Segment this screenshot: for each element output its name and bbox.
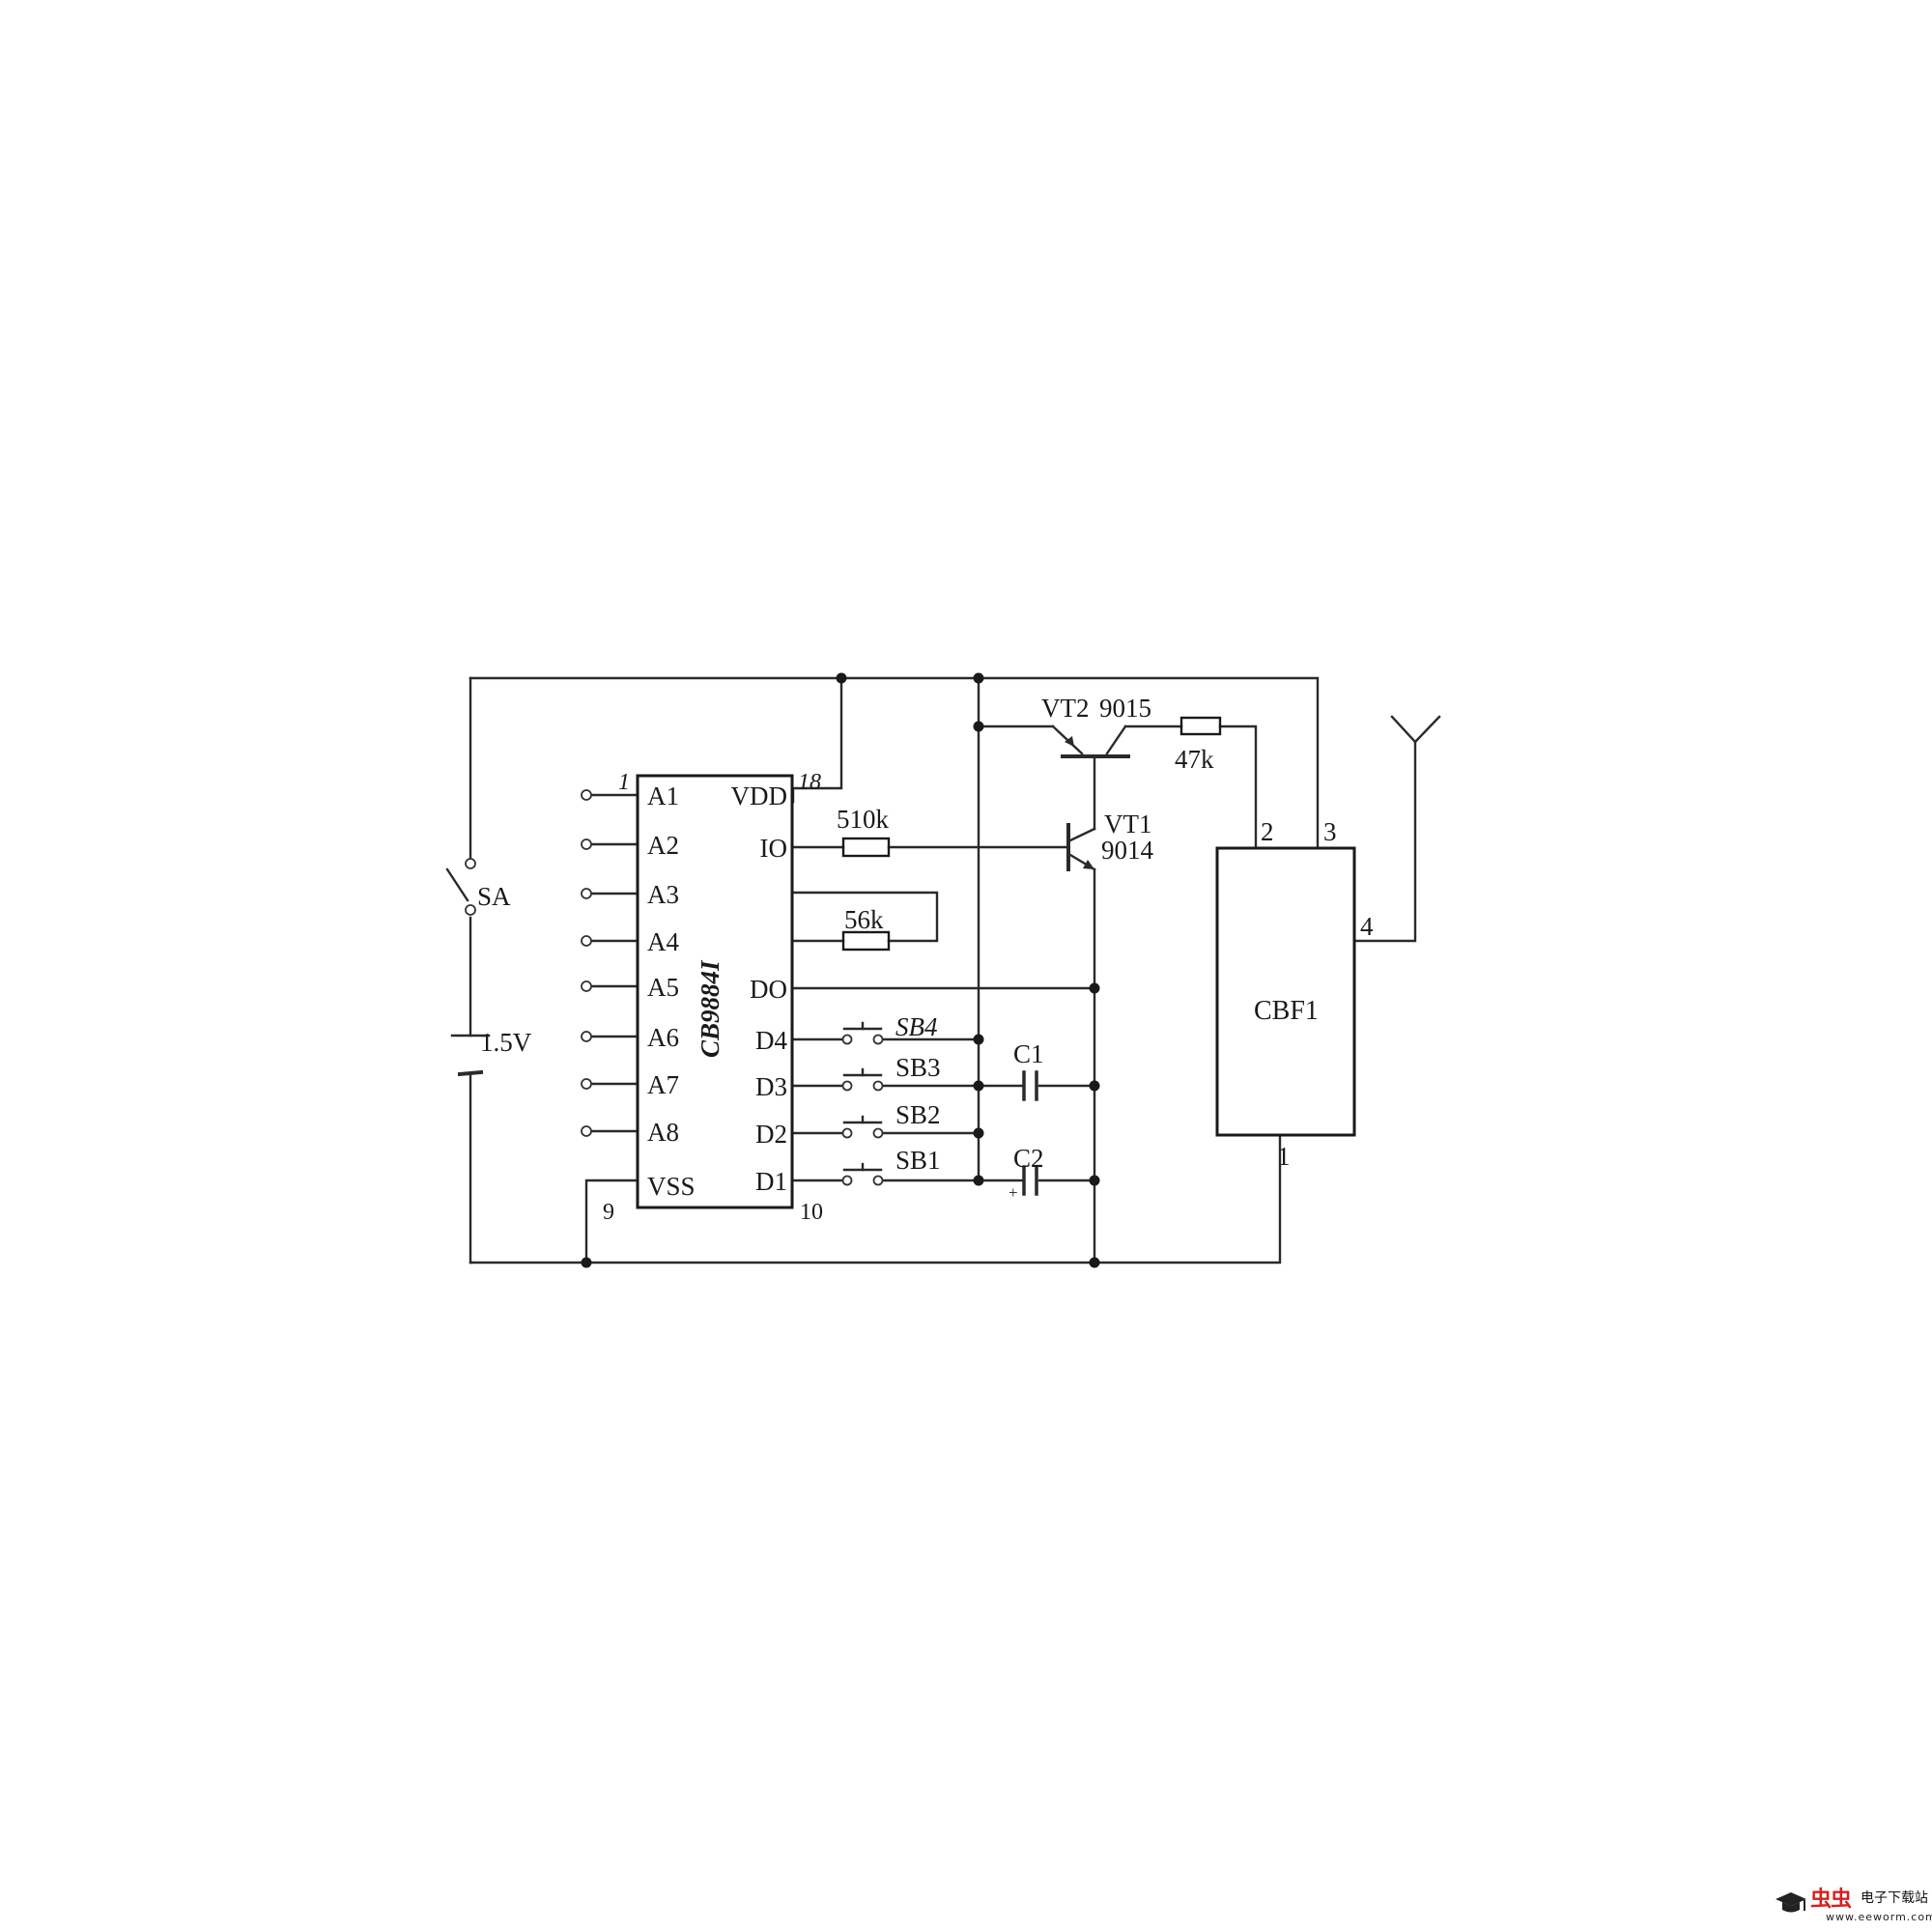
button-sb1: SB1 <box>841 1146 941 1186</box>
ic-pin-a1: A1 <box>647 781 679 810</box>
junction-dot <box>1089 982 1100 994</box>
terminal-a1 <box>581 789 592 801</box>
junction-dot <box>581 1257 592 1268</box>
ic-name: CB9884I <box>696 959 724 1058</box>
resistor-47k: 47k <box>1175 716 1222 774</box>
resistor-56k-label: 56k <box>844 905 884 934</box>
sb4-label: SB4 <box>895 1012 938 1041</box>
c2-label: C2 <box>1013 1144 1044 1173</box>
ic-pin-d1: D1 <box>755 1167 787 1196</box>
ic-pin1-number: 1 <box>618 770 630 795</box>
terminal-a8 <box>581 1125 592 1137</box>
terminal-a4 <box>581 935 592 947</box>
ic-body <box>636 774 794 1209</box>
ic-pin-a3: A3 <box>647 880 679 909</box>
c1-label: C1 <box>1013 1039 1044 1068</box>
junction-dot <box>973 672 984 684</box>
junction-dot <box>836 672 847 684</box>
ic-pin9-number: 9 <box>603 1200 614 1225</box>
resistor-56k: 56k <box>841 905 891 952</box>
battery: 1.5V <box>450 1028 532 1077</box>
sb2-label: SB2 <box>895 1100 941 1129</box>
antenna-icon <box>1390 715 1441 744</box>
sb3-label: SB3 <box>895 1053 941 1082</box>
vt1-type: 9014 <box>1101 836 1154 865</box>
ic-pin-do: DO <box>750 975 787 1004</box>
terminal-a6 <box>581 1031 592 1042</box>
wires <box>469 676 1417 1264</box>
buttons: SB4 SB3 SB2 SB1 <box>841 1012 941 1186</box>
junction-dot <box>1089 1175 1100 1186</box>
junction-dot <box>973 1175 984 1186</box>
resistor-510k: 510k <box>837 805 891 858</box>
button-sb2: SB2 <box>841 1100 941 1139</box>
ic-pin10-number: 10 <box>800 1200 823 1225</box>
ic-pin-io: IO <box>760 834 788 863</box>
ic-pin-a6: A6 <box>647 1023 679 1052</box>
ic-cb9884i: CB9884I 1 18 9 10 A1 A2 A3 A4 A5 A6 A7 A… <box>581 770 823 1225</box>
ic-pin-d2: D2 <box>755 1120 787 1149</box>
module-pin4: 4 <box>1360 912 1374 941</box>
ic-pin-a2: A2 <box>647 831 679 860</box>
capacitor-c1: C1 <box>1013 1039 1044 1101</box>
watermark-brand: 虫虫 <box>1810 1888 1852 1912</box>
module-name: CBF1 <box>1254 996 1319 1026</box>
vt2-name: VT2 <box>1041 694 1090 723</box>
vt2-type: 9015 <box>1099 694 1151 723</box>
junction-dot <box>1089 1257 1100 1268</box>
vt1-name: VT1 <box>1104 810 1152 838</box>
transistor-vt1: VT1 9014 <box>1066 810 1154 871</box>
ic-pin-a7: A7 <box>647 1070 679 1099</box>
ic-pin-d3: D3 <box>755 1072 787 1101</box>
ic-pin-a5: A5 <box>647 973 679 1002</box>
button-sb4: SB4 <box>841 1012 938 1045</box>
module-pin3: 3 <box>1323 817 1337 846</box>
junction-dot <box>1089 1080 1100 1092</box>
module-body <box>1215 846 1356 1137</box>
battery-label: 1.5V <box>480 1028 532 1057</box>
watermark: 虫虫 电子下载站 www.eeworm.com <box>1764 1880 1932 1930</box>
capacitor-c2: C2 + <box>1009 1144 1044 1202</box>
ic-pin-a8: A8 <box>647 1118 679 1147</box>
watermark-url: www.eeworm.com <box>1826 1911 1932 1923</box>
ic-pin-a4: A4 <box>647 927 679 956</box>
resistor-47k-label: 47k <box>1175 745 1214 774</box>
ic-pin18-number: 18 <box>798 770 821 795</box>
resistor-510k-label: 510k <box>837 805 890 834</box>
ic-pin-vss: VSS <box>647 1172 696 1201</box>
junction-dot <box>973 1127 984 1139</box>
terminal-a3 <box>581 888 592 899</box>
ic-pin-d4: D4 <box>755 1026 787 1055</box>
ic-pin-vdd: VDD <box>731 781 788 810</box>
c2-polarity: + <box>1009 1183 1018 1202</box>
sb1-label: SB1 <box>895 1146 941 1175</box>
terminal-a7 <box>581 1078 592 1090</box>
terminal-a5 <box>581 980 592 992</box>
switch-label: SA <box>477 882 511 911</box>
junction-dot <box>973 1034 984 1045</box>
switch-sa: SA <box>445 858 511 916</box>
junctions <box>581 672 1100 1268</box>
junction-dot <box>973 721 984 732</box>
junction-dot <box>973 1080 984 1092</box>
watermark-site: 电子下载站 <box>1861 1890 1928 1906</box>
module-pin1: 1 <box>1277 1142 1291 1171</box>
module-pin2: 2 <box>1261 817 1274 846</box>
graduation-cap-icon <box>1776 1892 1806 1913</box>
module-cbf1: CBF1 2 3 4 1 <box>1215 817 1374 1171</box>
button-sb3: SB3 <box>841 1053 941 1092</box>
transistor-vt2: VT2 9015 <box>1041 694 1151 758</box>
terminal-a2 <box>581 838 592 850</box>
